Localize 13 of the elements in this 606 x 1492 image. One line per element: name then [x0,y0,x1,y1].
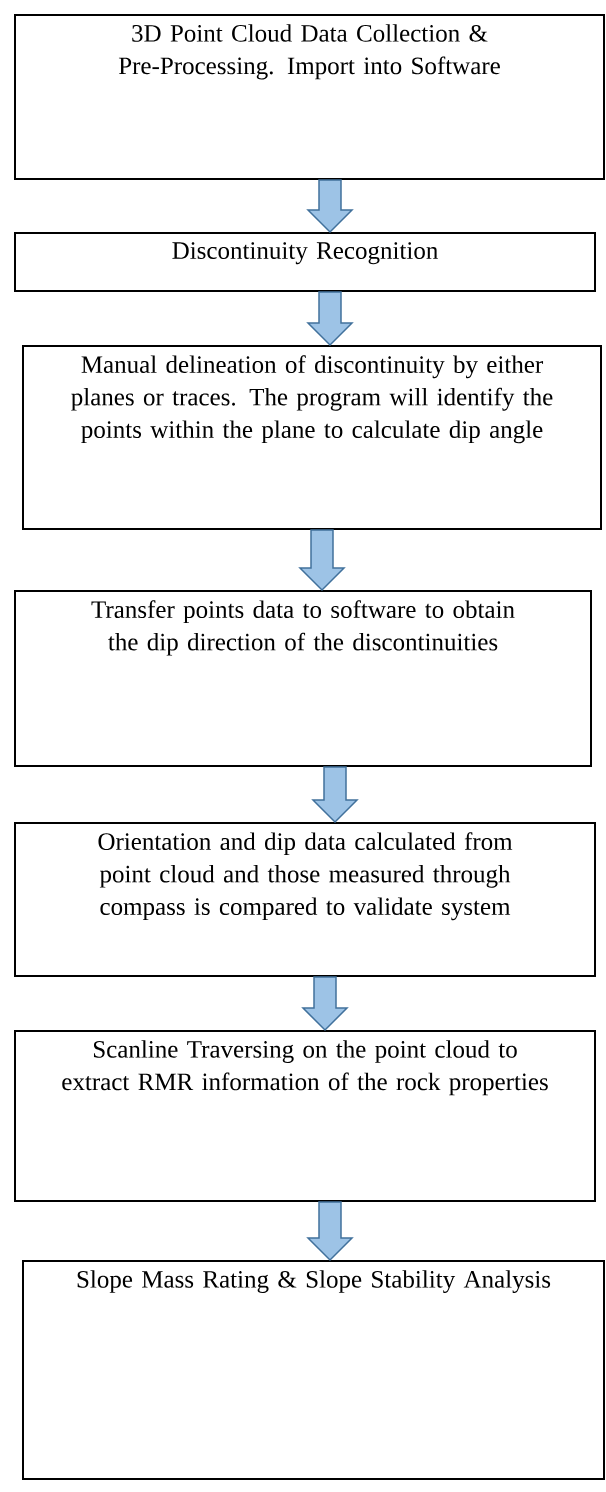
process-box: Discontinuity Recognition [14,232,596,292]
block-arrow [306,291,354,347]
block-arrow [306,1201,354,1262]
block-arrow [298,529,346,592]
block-arrow [306,179,354,234]
process-box: Orientation and dip data calculated from point cloud and those measured through compass is compared to validate system [14,822,596,977]
block-arrow [301,976,349,1032]
block-arrow [311,766,359,824]
process-box: 3D Point Cloud Data Collection & Pre-Processing. Import into Software [14,14,605,180]
process-box: Manual delineation of discontinuity by either planes or traces. The program will identify the points within the plane to calculate dip angle [22,345,602,530]
process-box: Slope Mass Rating & Slope Stability Analysis [22,1260,605,1480]
process-box: Transfer points data to software to obtain the dip direction of the discontinuities [14,590,592,767]
process-box: Scanline Traversing on the point cloud to extract RMR information of the rock properties [14,1030,596,1202]
